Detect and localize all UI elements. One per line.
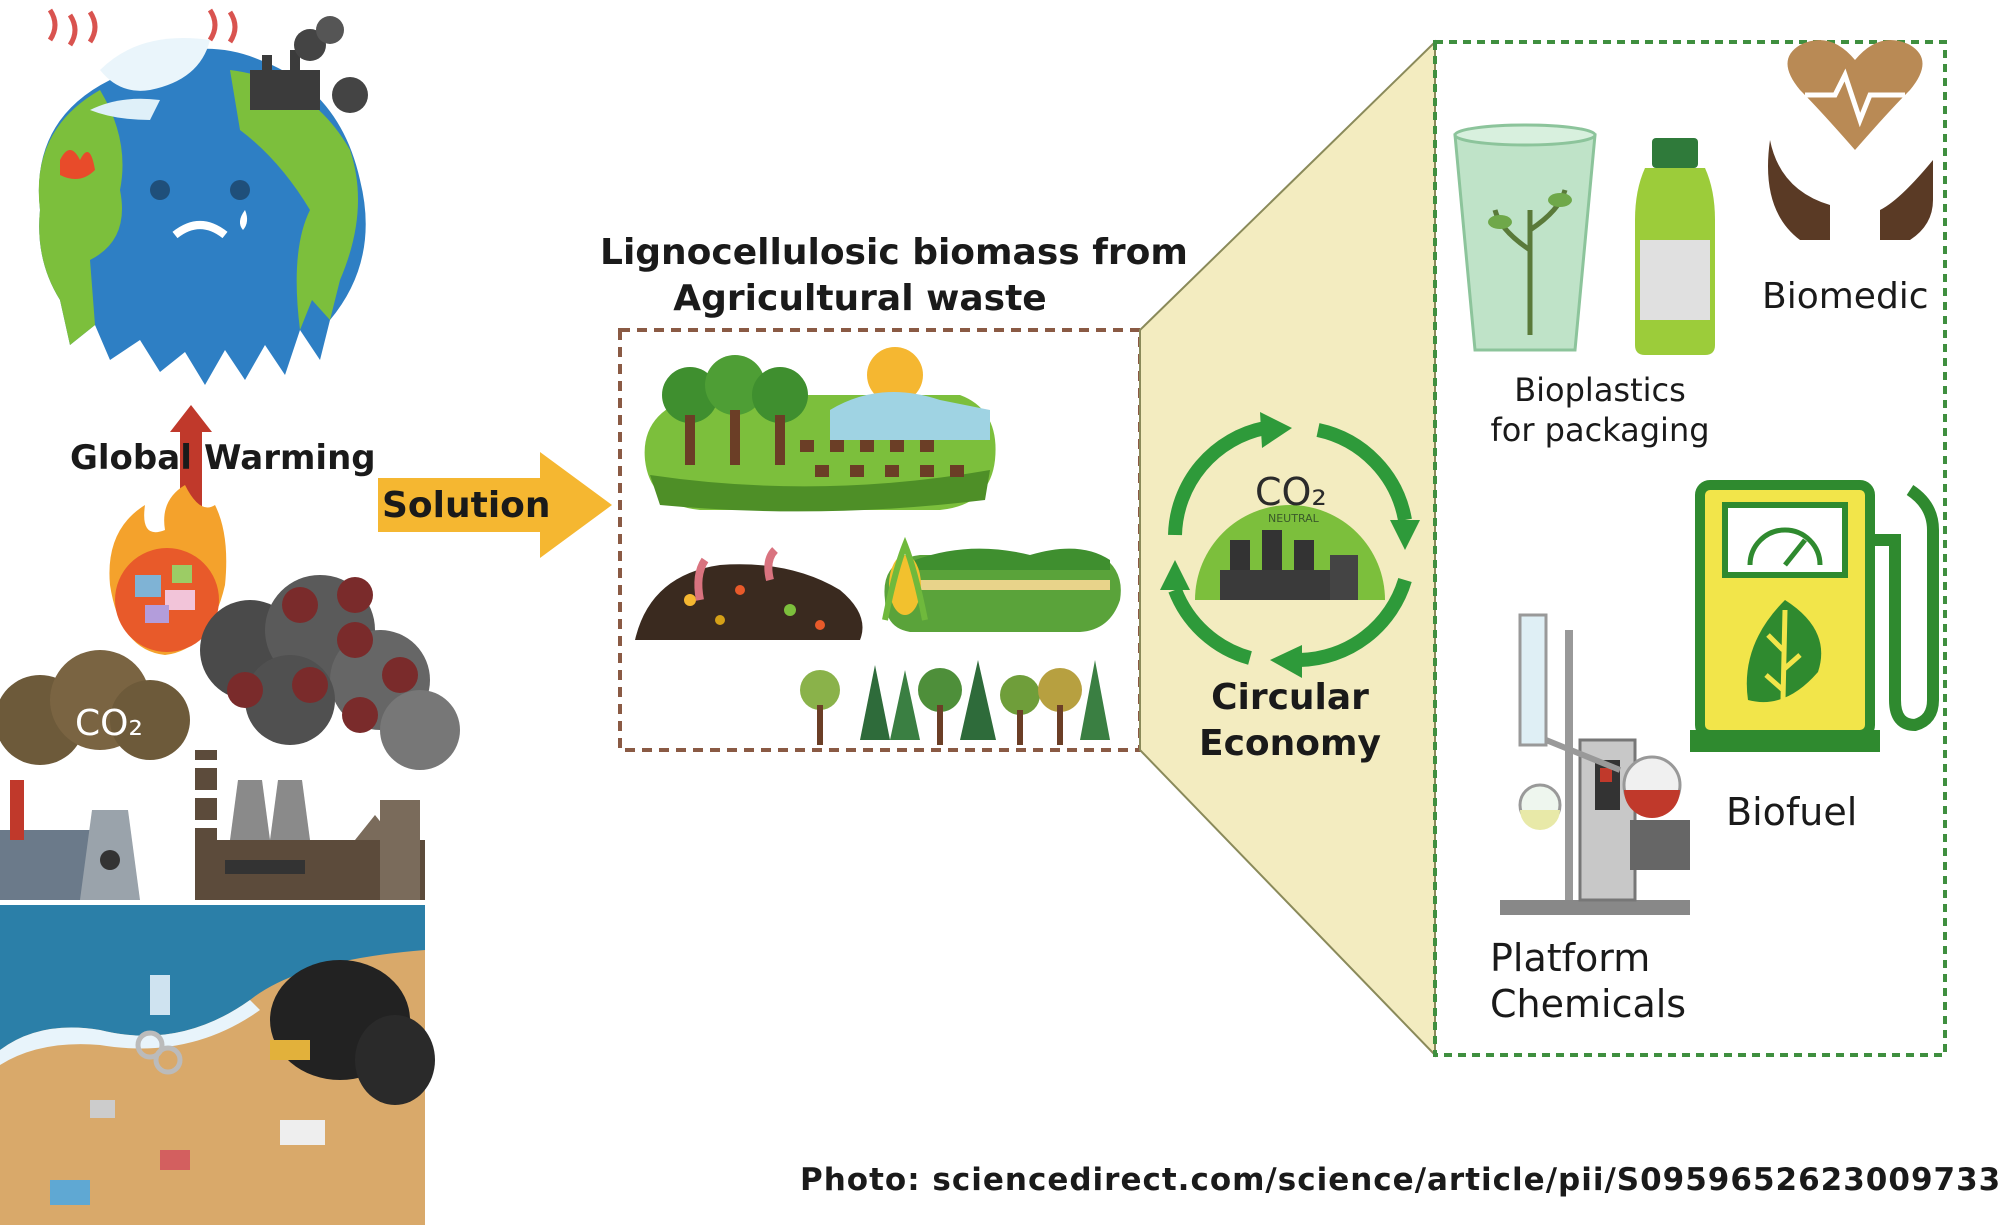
co2-neutral-factory-icon <box>1195 505 1385 600</box>
platform-line-2: Chemicals <box>1490 982 1687 1026</box>
circular-line-2: Economy <box>1198 723 1381 764</box>
circular-economy-label: Circular Economy <box>1180 675 1400 767</box>
bottle-icon <box>1635 138 1715 355</box>
biofuel-label: Biofuel <box>1726 790 1858 834</box>
bioplastics-line-1: Bioplastics <box>1514 371 1686 409</box>
bioplastics-line-2: for packaging <box>1490 411 1710 449</box>
beach-pollution-icon <box>0 905 435 1225</box>
compost-icon <box>635 547 863 640</box>
recycle-arrows-icon <box>1168 421 1412 667</box>
circular-line-1: Circular <box>1211 677 1369 718</box>
trees-icon <box>800 660 1110 745</box>
warming-label: Warming <box>204 438 376 478</box>
platform-line-1: Platform <box>1490 936 1651 980</box>
platform-chemicals-label: Platform Chemicals <box>1490 935 1686 1027</box>
bioplastics-label: Bioplastics for packaging <box>1470 370 1730 450</box>
factory-icon <box>0 750 425 900</box>
forest-icon <box>644 347 996 512</box>
title-line-1: Lignocellulosic biomass from <box>600 232 1188 273</box>
fuel-pump-icon <box>1690 480 1939 752</box>
earth-melting-icon <box>38 8 368 385</box>
co2-neutral-label: CO₂ <box>1255 470 1327 514</box>
co2-cloud-label: CO₂ <box>75 703 143 744</box>
fire-icon <box>109 485 227 655</box>
biomass-title: Lignocellulosic biomass from Agricultura… <box>600 230 1188 322</box>
products-box <box>1433 40 1947 1057</box>
biomass-box <box>618 328 1142 752</box>
biomedical-label: Biomedic <box>1762 276 1929 317</box>
global-label: Global <box>70 438 192 478</box>
solution-label: Solution <box>382 485 551 526</box>
recycle-arrowheads <box>1160 412 1420 678</box>
leaf-icon <box>1746 600 1822 703</box>
title-line-2: Agricultural waste <box>673 278 1047 319</box>
lab-apparatus-icon <box>1500 613 1690 915</box>
photo-credit[interactable]: Photo: sciencedirect.com/science/article… <box>800 1162 2001 1198</box>
smoke-icon <box>0 575 460 770</box>
solution-arrow <box>378 452 612 558</box>
corn-field-icon <box>882 536 1121 632</box>
co2-neutral-sub: NEUTRAL <box>1268 512 1320 525</box>
diagram-canvas: CO₂ <box>0 8 1947 1225</box>
cup-icon <box>1453 123 1597 352</box>
heart-hands-icon <box>1768 40 1933 240</box>
